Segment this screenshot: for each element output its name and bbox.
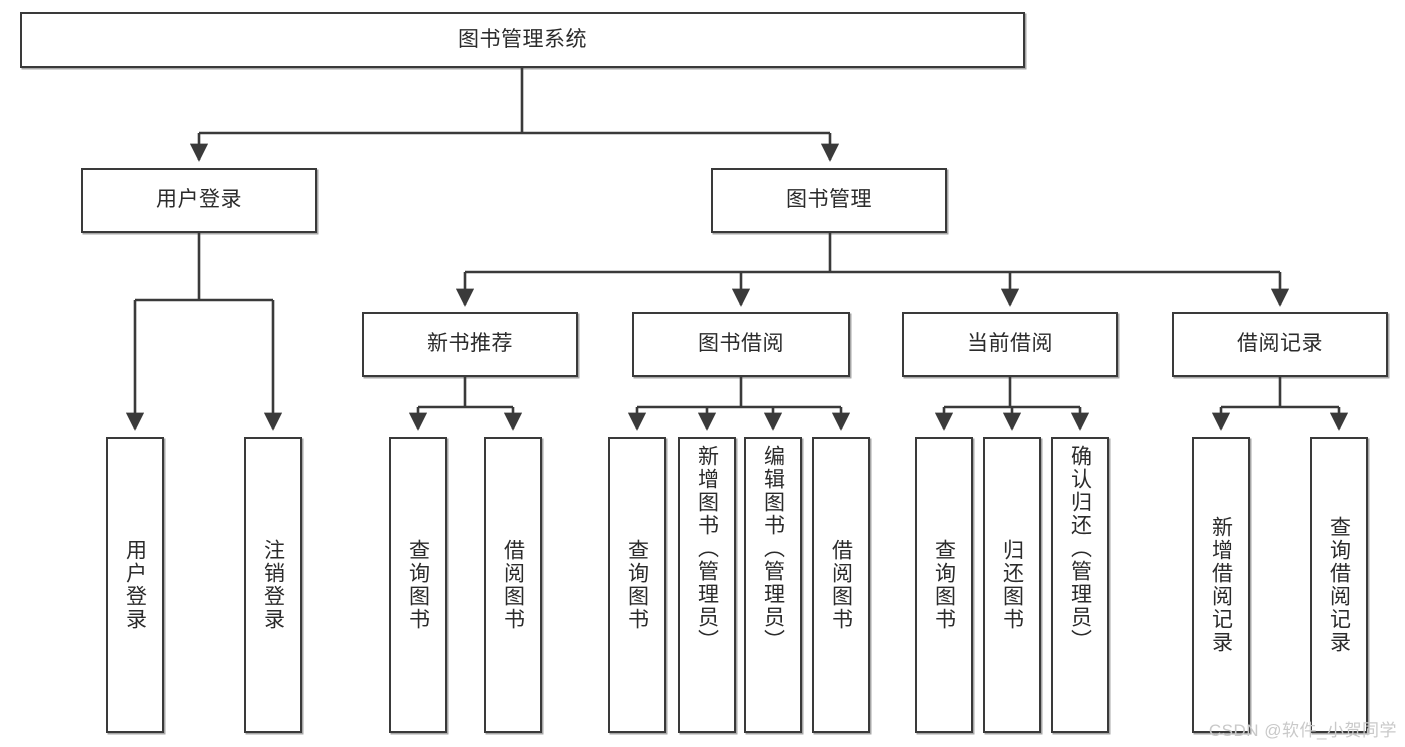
leaf-new-book-query-books[interactable]: 查询图书 [389,437,447,733]
node-user-login[interactable]: 用户登录 [81,168,317,233]
leaf-current-borrow-confirm-return-admin[interactable]: 确认归还（管理员） [1051,437,1109,733]
node-new-book-recommendation[interactable]: 新书推荐 [362,312,578,377]
node-book-management[interactable]: 图书管理 [711,168,947,233]
node-label: 查询图书 [406,539,430,631]
node-label: 新增借阅记录 [1209,516,1233,654]
node-root-book-management-system[interactable]: 图书管理系统 [20,12,1025,68]
node-label: 图书管理系统 [458,27,587,51]
leaf-borrow-record-query-record[interactable]: 查询借阅记录 [1310,437,1368,733]
node-label: 编辑图书（管理员） [761,445,785,652]
leaf-current-borrow-return-books[interactable]: 归还图书 [983,437,1041,733]
node-label: 用户登录 [156,188,242,212]
node-label: 新书推荐 [427,332,513,356]
node-label: 当前借阅 [967,332,1053,356]
node-label: 查询借阅记录 [1327,516,1351,654]
node-label: 查询图书 [625,539,649,631]
node-label: 确认归还（管理员） [1068,445,1092,652]
leaf-user-login-logout[interactable]: 注销登录 [244,437,302,733]
leaf-borrow-record-add-record[interactable]: 新增借阅记录 [1192,437,1250,733]
node-current-borrowing[interactable]: 当前借阅 [902,312,1118,377]
node-label: 图书借阅 [698,332,784,356]
leaf-book-borrow-add-book-admin[interactable]: 新增图书（管理员） [678,437,736,733]
node-label: 新增图书（管理员） [695,445,719,652]
leaf-book-borrow-edit-book-admin[interactable]: 编辑图书（管理员） [744,437,802,733]
leaf-current-borrow-query-books[interactable]: 查询图书 [915,437,973,733]
csdn-watermark: CSDN @软件_小贺同学 [1208,721,1397,740]
node-label: 借阅图书 [829,539,853,631]
leaf-new-book-borrow-books[interactable]: 借阅图书 [484,437,542,733]
leaf-book-borrow-borrow-books[interactable]: 借阅图书 [812,437,870,733]
node-label: 注销登录 [261,539,285,631]
node-label: 图书管理 [786,188,872,212]
node-book-borrowing[interactable]: 图书借阅 [632,312,850,377]
node-label: 用户登录 [123,539,147,631]
leaf-book-borrow-query-books[interactable]: 查询图书 [608,437,666,733]
node-label: 借阅记录 [1237,332,1323,356]
leaf-user-login-login[interactable]: 用户登录 [106,437,164,733]
node-label: 借阅图书 [501,539,525,631]
node-borrowing-record[interactable]: 借阅记录 [1172,312,1388,377]
node-label: 查询图书 [932,539,956,631]
node-label: 归还图书 [1000,539,1024,631]
